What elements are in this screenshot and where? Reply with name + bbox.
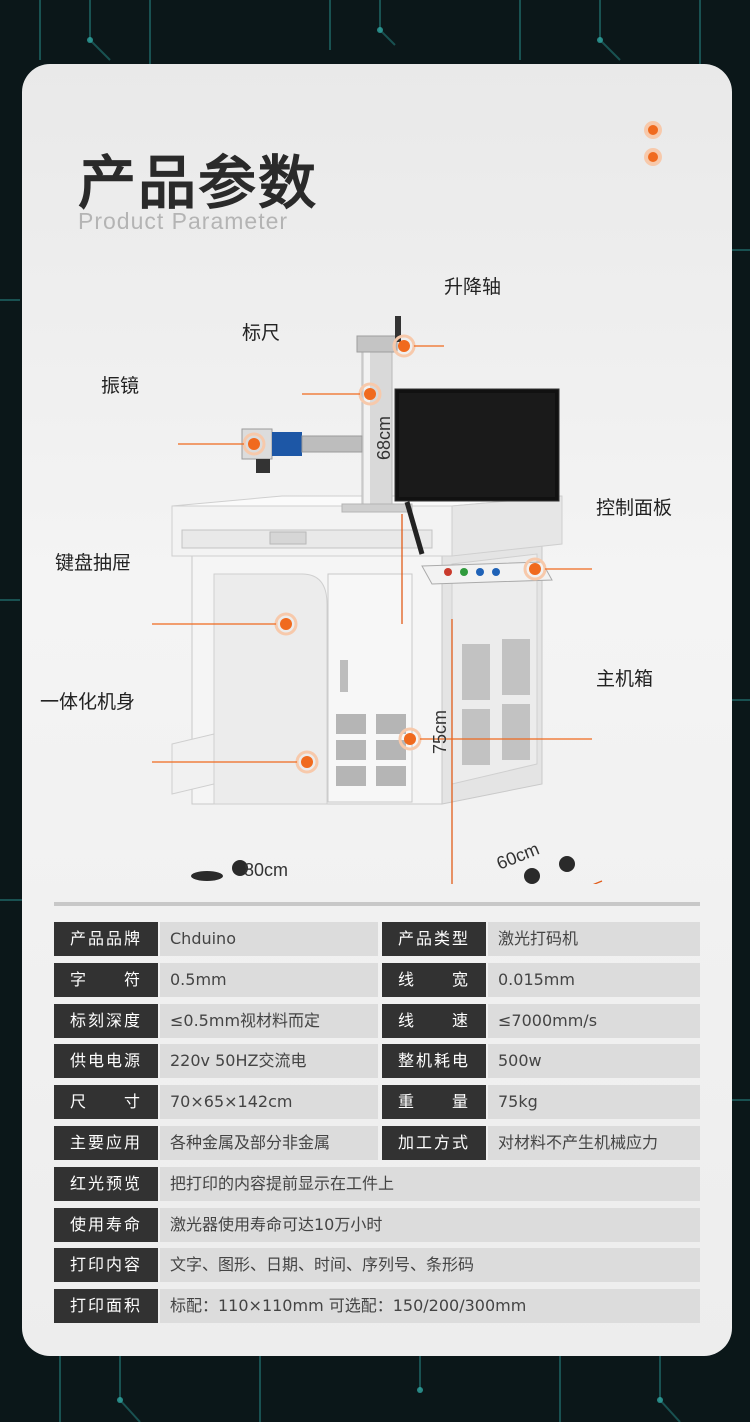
spec-row: 主要应用 各种金属及部分非金属 加工方式 对材料不产生机械应力: [54, 1125, 700, 1160]
spec-row: 供电电源 220v 50HZ交流电 整机耗电 500w: [54, 1044, 700, 1079]
callout-control-panel: 控制面板: [596, 497, 673, 519]
callout-ruler: 标尺: [242, 322, 281, 344]
spec-value: 对材料不产生机械应力: [488, 1125, 700, 1160]
spec-table: 产品品牌 Chduino 产品类型 激光打码机 字 符 0.5mm 线 宽 0.…: [54, 922, 700, 1330]
spec-row-full: 红光预览 把打印的内容提前显示在工件上: [54, 1166, 700, 1201]
spec-value: 0.5mm: [160, 962, 378, 997]
spec-row: 产品品牌 Chduino 产品类型 激光打码机: [54, 922, 700, 956]
spec-key: 打印内容: [54, 1248, 158, 1283]
spec-key: 整机耗电: [382, 1044, 486, 1079]
spec-value: ≤0.5mm视材料而定: [160, 1003, 378, 1038]
spec-value: 标配：110×110mm 可选配：150/200/300mm: [160, 1289, 700, 1324]
spec-value: 70×65×142cm: [160, 1085, 378, 1120]
spec-row-full: 打印内容 文字、图形、日期、时间、序列号、条形码: [54, 1248, 700, 1283]
callout-lift-axis: 升降轴: [444, 276, 502, 298]
spec-value: 75kg: [488, 1085, 700, 1120]
spec-value: 激光打码机: [488, 922, 700, 956]
spec-value: 激光器使用寿命可达10万小时: [160, 1207, 700, 1242]
spec-value: ≤7000mm/s: [488, 1003, 700, 1038]
decor-dot-icon: [648, 152, 658, 162]
spec-value: Chduino: [160, 922, 378, 956]
spec-value: 500w: [488, 1044, 700, 1079]
callout-galvo: 振镜: [101, 375, 140, 397]
page-title: 产品参数: [78, 149, 319, 217]
dimension-cabinet-height: 75cm: [430, 709, 450, 754]
spec-key: 打印面积: [54, 1289, 158, 1324]
spec-key: 尺 寸: [54, 1085, 158, 1120]
spec-row-full: 使用寿命 激光器使用寿命可达10万小时: [54, 1207, 700, 1242]
dimension-column-height: 68cm: [374, 415, 394, 460]
spec-value: 把打印的内容提前显示在工件上: [160, 1166, 700, 1201]
spec-row: 字 符 0.5mm 线 宽 0.015mm: [54, 962, 700, 997]
spec-value: 0.015mm: [488, 962, 700, 997]
spec-key: 主要应用: [54, 1125, 158, 1160]
spec-key: 标刻深度: [54, 1003, 158, 1038]
callout-keyboard-drawer: 键盘抽屉: [55, 552, 132, 574]
callout-host-box: 主机箱: [596, 668, 654, 690]
spec-key: 红光预览: [54, 1166, 158, 1201]
spec-value: 220v 50HZ交流电: [160, 1044, 378, 1079]
spec-value: 各种金属及部分非金属: [160, 1125, 378, 1160]
spec-row: 标刻深度 ≤0.5mm视材料而定 线 速 ≤7000mm/s: [54, 1003, 700, 1038]
spec-row: 尺 寸 70×65×142cm 重 量 75kg: [54, 1085, 700, 1120]
spec-value: 文字、图形、日期、时间、序列号、条形码: [160, 1248, 700, 1283]
decor-dot-icon: [648, 125, 658, 135]
spec-key: 线 速: [382, 1003, 486, 1038]
spec-key: 加工方式: [382, 1125, 486, 1160]
dimension-width: 80cm: [244, 860, 289, 880]
spec-key: 线 宽: [382, 962, 486, 997]
section-divider: [54, 902, 700, 906]
spec-key: 重 量: [382, 1085, 486, 1120]
parameter-card: 产品参数 Product Parameter: [22, 64, 732, 1356]
spec-key: 产品品牌: [54, 922, 158, 956]
page-subtitle: Product Parameter: [78, 208, 289, 234]
spec-key: 字 符: [54, 962, 158, 997]
spec-row-full: 打印面积 标配：110×110mm 可选配：150/200/300mm: [54, 1289, 700, 1324]
laser-marking-machine-illustration: [152, 316, 603, 884]
spec-key: 产品类型: [382, 922, 486, 956]
spec-key: 使用寿命: [54, 1207, 158, 1242]
spec-key: 供电电源: [54, 1044, 158, 1079]
callout-body: 一体化机身: [40, 691, 136, 713]
